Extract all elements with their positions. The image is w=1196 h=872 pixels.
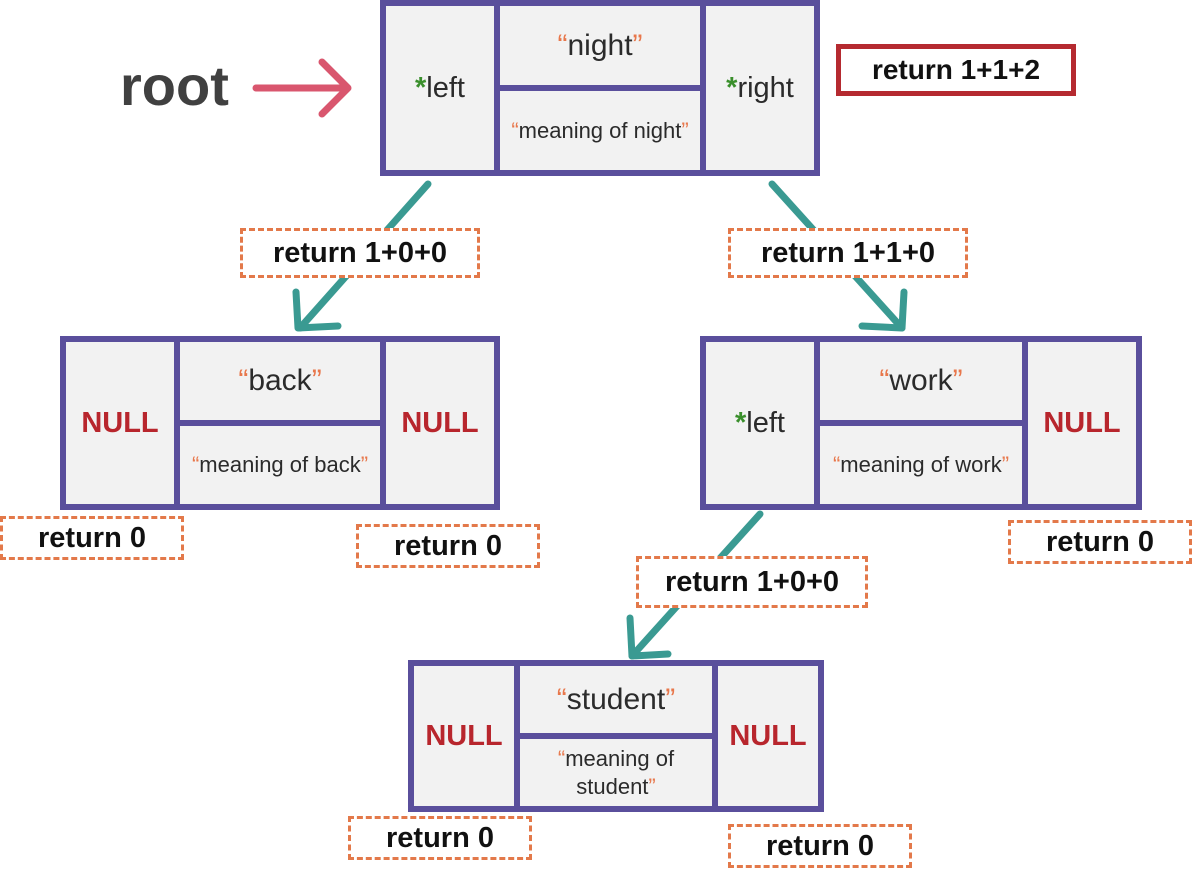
left-pointer-label: left <box>746 406 785 439</box>
value-cell: “meaning of back” <box>180 426 380 504</box>
edge-return-label: return 1+0+0 <box>240 228 480 278</box>
node-student: NULL “student” “meaning of student” NULL <box>408 660 824 812</box>
right-null-cell: NULL <box>386 342 494 504</box>
right-null-cell: NULL <box>1028 342 1136 504</box>
edge-return-label: return 1+0+0 <box>636 556 868 608</box>
key-cell: “back” <box>180 342 380 420</box>
right-pointer-cell: *right <box>706 6 814 170</box>
key-value-column: “night” “meaning of night” <box>500 6 700 170</box>
return-zero-label: return 0 <box>0 516 184 560</box>
pointer-asterisk-icon: * <box>415 71 427 104</box>
key-value-column: “work” “meaning of work” <box>820 342 1022 504</box>
value-cell: “meaning of night” <box>500 91 700 170</box>
key-value-column: “back” “meaning of back” <box>180 342 380 504</box>
return-zero-label: return 0 <box>356 524 540 568</box>
root-return-box: return 1+1+2 <box>836 44 1076 96</box>
root-label: root <box>120 54 229 117</box>
key-cell: “student” <box>520 666 712 733</box>
pointer-asterisk-icon: * <box>735 406 747 439</box>
left-null-cell: NULL <box>414 666 514 806</box>
node-work: *left “work” “meaning of work” NULL <box>700 336 1142 510</box>
left-pointer-cell: *left <box>386 6 494 170</box>
node-back: NULL “back” “meaning of back” NULL <box>60 336 500 510</box>
key-text: student <box>566 682 666 716</box>
right-null-cell: NULL <box>718 666 818 806</box>
value-cell: “meaning of student” <box>520 739 712 806</box>
key-cell: “night” <box>500 6 700 85</box>
right-pointer-label: right <box>737 71 794 104</box>
key-text: night <box>567 28 633 62</box>
pointer-asterisk-icon: * <box>726 71 738 104</box>
return-zero-label: return 0 <box>348 816 532 860</box>
value-text: meaning of night <box>518 117 682 143</box>
left-pointer-cell: *left <box>706 342 814 504</box>
key-text: back <box>248 364 312 397</box>
return-zero-label: return 0 <box>1008 520 1192 564</box>
node-night: *left “night” “meaning of night” *right <box>380 0 820 176</box>
key-text: work <box>889 364 953 397</box>
key-cell: “work” <box>820 342 1022 420</box>
value-text: meaning of work <box>840 452 1002 478</box>
root-pointer-arrow <box>252 58 352 118</box>
value-text: meaning of back <box>199 452 361 478</box>
left-pointer-label: left <box>426 71 465 104</box>
value-cell: “meaning of work” <box>820 426 1022 504</box>
return-zero-label: return 0 <box>728 824 912 868</box>
value-text: meaning of student <box>565 746 675 799</box>
edge-return-label: return 1+1+0 <box>728 228 968 278</box>
key-value-column: “student” “meaning of student” <box>520 666 712 806</box>
left-null-cell: NULL <box>66 342 174 504</box>
